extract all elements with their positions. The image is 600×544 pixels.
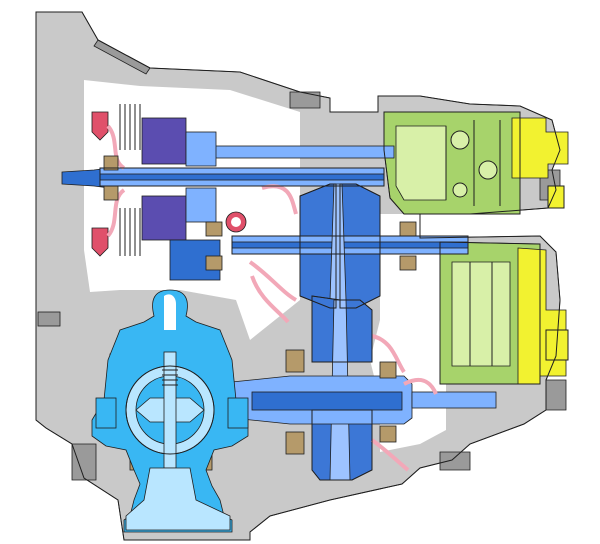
housing-bolt-boss-bottom (439, 451, 471, 471)
bearing-input-lower (103, 185, 119, 201)
differential-pinion-shaft (163, 351, 177, 469)
seal-line-secondary (370, 334, 438, 472)
primary-pulley (231, 183, 469, 309)
clutch-pack-upper (119, 104, 217, 167)
differential-ring-gear-left (95, 397, 117, 429)
intermediate-shaft-upper (213, 145, 395, 159)
bearing-input-upper (103, 155, 119, 171)
clutch-plates-lower (119, 208, 141, 256)
output-shaft-tail (411, 391, 497, 409)
bearing-primary-left-upper (205, 221, 223, 237)
bearing-secondary-right-lower (379, 425, 397, 443)
solenoid-upper-block (511, 117, 569, 179)
seal-line-primary (248, 184, 298, 324)
clutch-pack-upper-body (141, 117, 187, 165)
seals-clutch-area (91, 111, 126, 257)
solenoid-upper-tip (547, 185, 565, 209)
bearing-secondary-left-lower (285, 431, 305, 455)
bearing-primary-left-lower (205, 255, 223, 271)
differential-output-flange (125, 467, 231, 531)
differential-upper-neck (164, 294, 176, 330)
clutch-hub-lower (185, 187, 217, 223)
valve-body-upper-light (395, 125, 447, 201)
output-shaft-core (251, 391, 403, 411)
bearing-secondary-left-upper (285, 349, 305, 373)
outline-strokes (35, 11, 561, 541)
differential-ring-gear-right (227, 397, 249, 429)
housing-bolt-boss-top (289, 91, 321, 109)
clutch-pack-lower (119, 187, 221, 281)
valve-body-upper-bores (445, 120, 501, 206)
solenoid-pack-upper (511, 117, 569, 209)
valve-body-lower-light (451, 261, 511, 367)
seal-line-clutch (106, 124, 126, 238)
clutch-hub-upper (185, 131, 217, 167)
housing-bolt-boss-right-low (545, 379, 567, 411)
bearing-primary-right-upper (399, 221, 417, 237)
hydraulic-seal-lines (225, 184, 438, 472)
primary-pulley-shaft-core (231, 241, 469, 249)
secondary-pulley (231, 295, 497, 481)
bearing-primary-right-lower (399, 255, 417, 271)
clutch-plates-upper (119, 104, 141, 150)
housing-left-flange (37, 311, 61, 327)
solenoid-pack-lower (517, 247, 569, 385)
input-shaft-core (99, 173, 385, 181)
bearing-secondary-right-upper (379, 361, 397, 379)
input-shaft-assembly (61, 145, 395, 189)
seal-ring-primary-core (231, 217, 241, 227)
differential-spring (162, 369, 178, 386)
seal-lower-left (91, 227, 109, 257)
housing-mount-bottom-left (71, 443, 97, 481)
differential-assembly (91, 289, 249, 533)
seal-upper-left (91, 111, 109, 141)
clutch-pack-lower-body (141, 195, 187, 241)
valve-body-upper (383, 111, 521, 215)
